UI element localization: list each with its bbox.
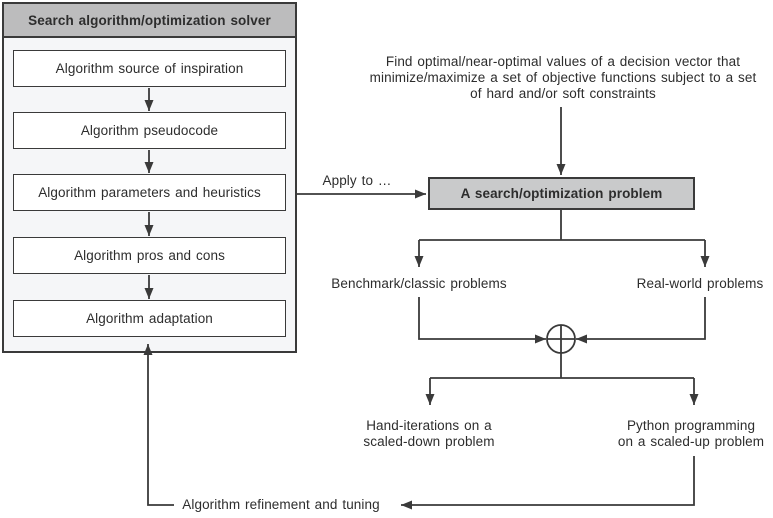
combiner-circle-icon: [546, 324, 576, 354]
arrow-benchmark-to-combiner: [418, 297, 546, 344]
step-label: Algorithm adaptation: [86, 311, 213, 326]
step-algorithm-pros-and-cons: Algorithm pros and cons: [13, 237, 286, 274]
step-label: Algorithm pseudocode: [80, 123, 219, 138]
python-line-2: on a scaled-up problem: [617, 434, 765, 449]
step-algorithm-pseudocode: Algorithm pseudocode: [13, 112, 286, 149]
objective-text: Find optimal/near-optimal values of a de…: [350, 54, 773, 102]
apply-to-label: Apply to …: [322, 173, 392, 188]
step-label: Algorithm pros and cons: [74, 248, 225, 263]
step-algorithm-adaptation: Algorithm adaptation: [13, 300, 286, 337]
real-world-problems-label: Real-world problems: [636, 276, 764, 291]
benchmark-problems-label: Benchmark/classic problems: [331, 276, 507, 291]
refinement-label: Algorithm refinement and tuning: [182, 497, 380, 512]
problem-box: A search/optimization problem: [428, 177, 695, 210]
arrow-real-world-to-combiner: [576, 297, 706, 344]
step-algorithm-parameters-and-heuristics: Algorithm parameters and heuristics: [13, 174, 286, 211]
solver-panel-title: Search algorithm/optimization solver: [28, 12, 271, 28]
hand-iterations-line-2: scaled-down problem: [363, 434, 495, 449]
step-label: Algorithm source of inspiration: [55, 61, 244, 76]
python-programming-label: Python programming on a scaled-up proble…: [608, 418, 773, 450]
step-algorithm-source-of-inspiration: Algorithm source of inspiration: [13, 50, 286, 87]
arrow-python-to-refinement: [401, 456, 695, 510]
objective-line-2: minimize/maximize a set of objective fun…: [369, 70, 757, 85]
arrow-refinement-to-adaptation: [143, 344, 174, 506]
step-label: Algorithm parameters and heuristics: [38, 185, 261, 200]
problem-box-label: A search/optimization problem: [460, 186, 663, 201]
combiner-plus-icon: [547, 325, 575, 353]
solver-panel-header: Search algorithm/optimization solver: [2, 2, 297, 38]
hand-iterations-line-1: Hand-iterations on a: [366, 418, 492, 433]
objective-line-1: Find optimal/near-optimal values of a de…: [385, 54, 741, 69]
hand-iterations-label: Hand-iterations on a scaled-down problem: [348, 418, 510, 450]
python-line-1: Python programming: [626, 418, 756, 433]
objective-line-3: of hard and/or soft constraints: [470, 86, 656, 101]
